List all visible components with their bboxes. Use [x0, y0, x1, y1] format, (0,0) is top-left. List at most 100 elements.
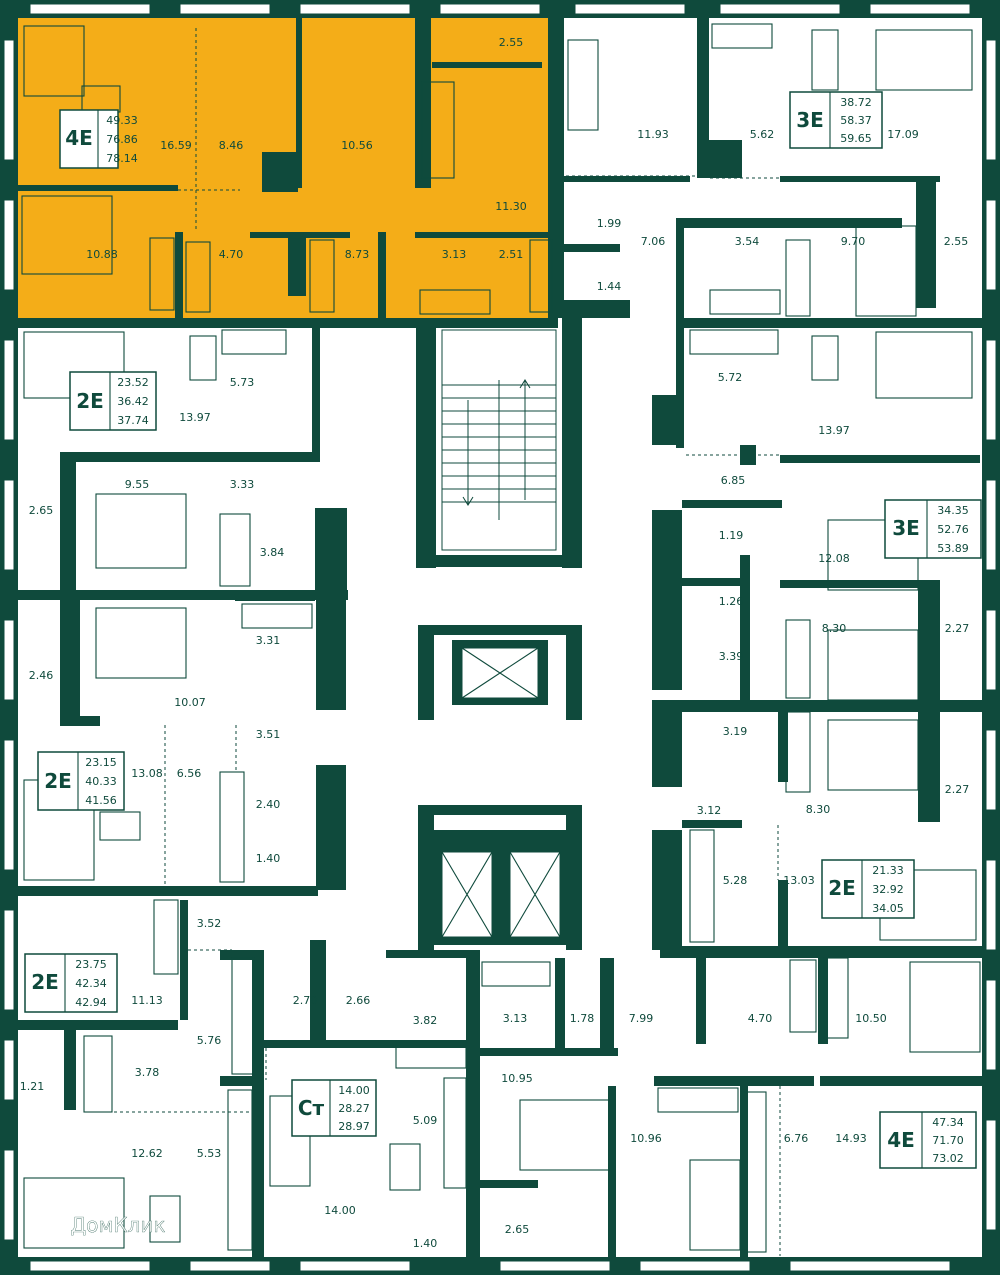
wall [916, 178, 936, 308]
apartment-card-box [69, 371, 157, 431]
wardrobe [823, 957, 849, 1039]
room-area: 2.40 [256, 798, 281, 811]
room-area: 3.13 [503, 1012, 528, 1025]
stair-flight [441, 329, 557, 551]
apartment-area-living: 23.15 [85, 756, 117, 769]
furniture [21, 23, 981, 1253]
room-area: 10.96 [630, 1132, 662, 1145]
room-area: 4.70 [748, 1012, 773, 1025]
apartment-card[interactable]: 2E 23.52 36.42 37.74 [69, 371, 157, 431]
wall [600, 958, 614, 1048]
sofa [23, 25, 85, 97]
sofa [269, 1095, 311, 1187]
apartment-card[interactable]: 3E 34.35 52.76 53.89 [884, 499, 982, 559]
apartment-card-box [291, 1079, 377, 1137]
apartment-area-total: 40.33 [85, 775, 117, 788]
apartment-area-full: 28.97 [338, 1120, 370, 1133]
room-area: 2.55 [944, 235, 969, 248]
room-area: 5.09 [413, 1114, 438, 1127]
apartment-card-box [59, 109, 119, 169]
apartment-area-full: 41.56 [85, 794, 117, 807]
apartment-card[interactable]: 3E 38.72 58.37 59.65 [789, 91, 883, 149]
room-area: 5.28 [723, 874, 748, 887]
bathtub [241, 603, 313, 629]
room-area: 11.30 [495, 200, 527, 213]
window [985, 729, 997, 811]
apartment-area-total: 36.42 [117, 395, 149, 408]
apartment-area-living: 14.00 [338, 1084, 370, 1097]
apartment-area-living: 38.72 [840, 96, 872, 109]
wall [676, 218, 902, 228]
room-area: 6.85 [721, 474, 746, 487]
wall [316, 765, 346, 890]
wall [466, 950, 480, 1260]
room-area: 3.19 [723, 725, 748, 738]
wall [652, 712, 682, 787]
apartment-area-living: 23.52 [117, 376, 149, 389]
wall [220, 950, 260, 960]
apartment-card-box [821, 859, 915, 919]
apartment-area-total: 76.86 [106, 133, 138, 146]
wall [415, 18, 431, 188]
apartment-card[interactable]: 2E 23.15 40.33 41.56 [37, 751, 125, 811]
wall [175, 232, 183, 318]
apartment-area-full: 34.05 [872, 902, 904, 915]
wall [740, 1086, 748, 1260]
wall [608, 1086, 616, 1260]
wall [780, 455, 980, 463]
window [985, 1119, 997, 1231]
wall [555, 958, 565, 1048]
wall [780, 176, 940, 182]
room-area: 3.39 [719, 650, 744, 663]
wall [682, 500, 782, 508]
wall [18, 185, 178, 191]
wall [560, 244, 620, 252]
kitchen-counter [227, 1089, 253, 1251]
room-area: 14.00 [324, 1204, 356, 1217]
window [869, 3, 971, 15]
windows [3, 3, 997, 1272]
room-area: 13.97 [818, 424, 850, 437]
wall [315, 508, 347, 590]
wall [780, 580, 920, 588]
dining-table [811, 335, 839, 381]
apartment-card[interactable]: Ст 14.00 28.27 28.97 [291, 1079, 377, 1137]
room-area: 3.54 [735, 235, 760, 248]
wardrobe [785, 239, 811, 317]
wardrobe [231, 957, 255, 1075]
wardrobe [149, 237, 175, 311]
wall [296, 18, 302, 188]
apartment-card[interactable]: 2E 23.75 42.34 42.94 [24, 953, 118, 1013]
wall [60, 600, 80, 716]
apartment-card[interactable]: 2E 21.33 32.92 34.05 [821, 859, 915, 919]
wall [18, 590, 348, 600]
bed [421, 81, 455, 179]
dashed-dividers [40, 28, 910, 1256]
bed [519, 1099, 611, 1171]
room-area: 1.40 [256, 852, 281, 865]
kitchen-counter [689, 329, 779, 355]
wall [180, 900, 188, 1020]
apartment-card[interactable]: 4E 47.34 71.70 73.02 [879, 1111, 977, 1169]
wall [778, 712, 788, 782]
window [985, 199, 997, 291]
apartment-area-total: 52.76 [937, 523, 969, 536]
apartment-area-total: 32.92 [872, 883, 904, 896]
room-area: 3.31 [256, 634, 281, 647]
room-area: 2.55 [499, 36, 524, 49]
room-area: 1.21 [20, 1080, 45, 1093]
wall [264, 1040, 474, 1048]
window [3, 739, 15, 871]
room-area: 1.44 [597, 280, 622, 293]
sofa [23, 1177, 125, 1249]
elevator-cross [441, 851, 493, 938]
apartment-card[interactable]: 4E 49.33 76.86 78.14 [59, 109, 138, 169]
dining-table [99, 811, 141, 841]
wall [60, 452, 76, 592]
room-area: 7.99 [629, 1012, 654, 1025]
room-area: 11.13 [131, 994, 163, 1007]
window [3, 479, 15, 571]
wall [740, 555, 750, 705]
room-area: 3.84 [260, 546, 285, 559]
dining-table [389, 1143, 421, 1191]
